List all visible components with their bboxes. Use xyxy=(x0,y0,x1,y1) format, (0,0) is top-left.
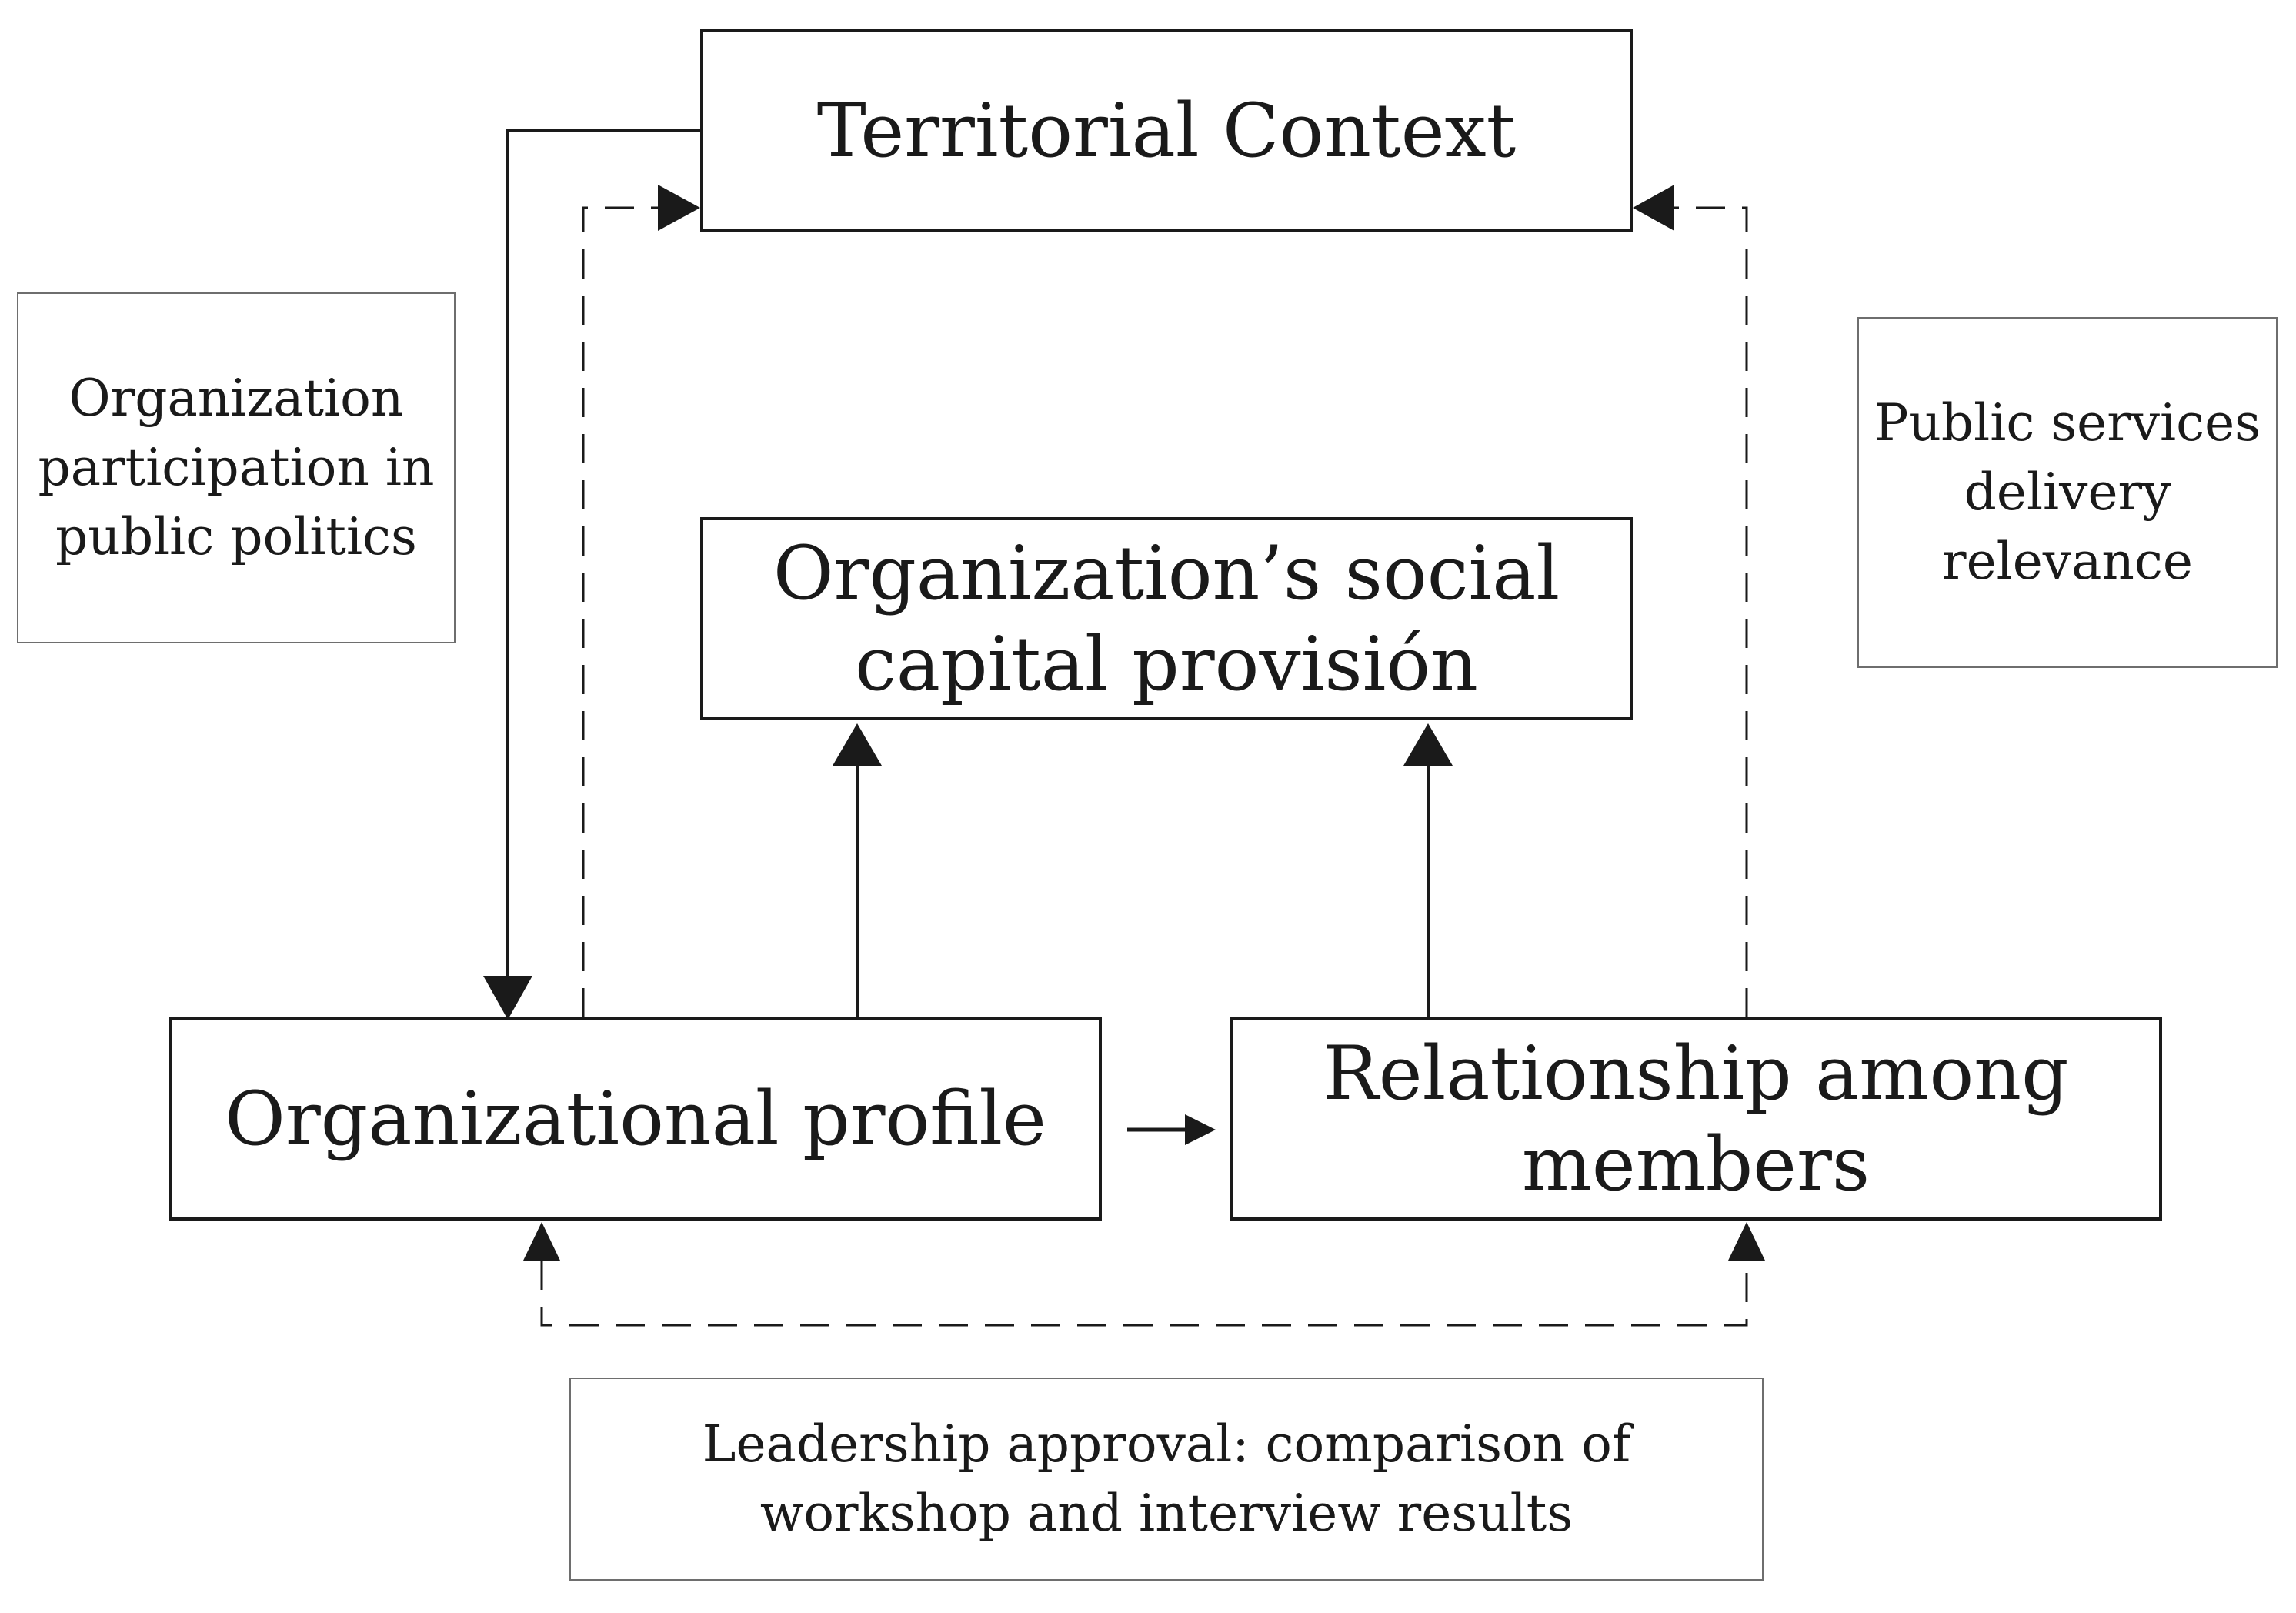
dashed-right-loop xyxy=(1670,206,1748,1017)
territorial-to-profile-arrow xyxy=(506,129,700,976)
left-note-box: Organization participation in public pol… xyxy=(17,292,456,643)
profile-to-relationship-arrowhead xyxy=(1185,1114,1216,1145)
territorial-context-box: Territorial Context xyxy=(700,29,1633,232)
dashed-bottom-left-arrowhead xyxy=(523,1222,560,1261)
territorial-context-label: Territorial Context xyxy=(816,88,1517,174)
right-note-box: Public services delivery relevance xyxy=(1857,317,2278,668)
dashed-left-loop xyxy=(582,206,662,1017)
bottom-note-label: Leadership approval: comparison of works… xyxy=(702,1414,1631,1543)
dashed-bottom-right-arrowhead xyxy=(1728,1222,1765,1261)
left-note-label: Organization participation in public pol… xyxy=(38,369,435,566)
dashed-bottom-loop xyxy=(540,1261,1748,1327)
organizational-profile-label: Organizational profile xyxy=(225,1076,1046,1162)
relationship-to-capital-arrowhead xyxy=(1403,723,1453,766)
relationship-members-label: Relationship among members xyxy=(1323,1030,2069,1207)
profile-to-capital-arrowhead xyxy=(833,723,882,766)
territorial-to-profile-arrowhead xyxy=(483,976,532,1020)
social-capital-box: Organization’s social capital provisión xyxy=(700,517,1633,720)
dashed-left-arrowhead xyxy=(658,185,700,231)
relationship-members-box: Relationship among members xyxy=(1230,1017,2162,1221)
social-capital-label: Organization’s social capital provisión xyxy=(773,530,1560,707)
right-note-label: Public services delivery relevance xyxy=(1874,393,2261,591)
organizational-profile-box: Organizational profile xyxy=(169,1017,1102,1221)
bottom-note-box: Leadership approval: comparison of works… xyxy=(569,1378,1764,1581)
dashed-right-arrowhead xyxy=(1633,185,1674,231)
